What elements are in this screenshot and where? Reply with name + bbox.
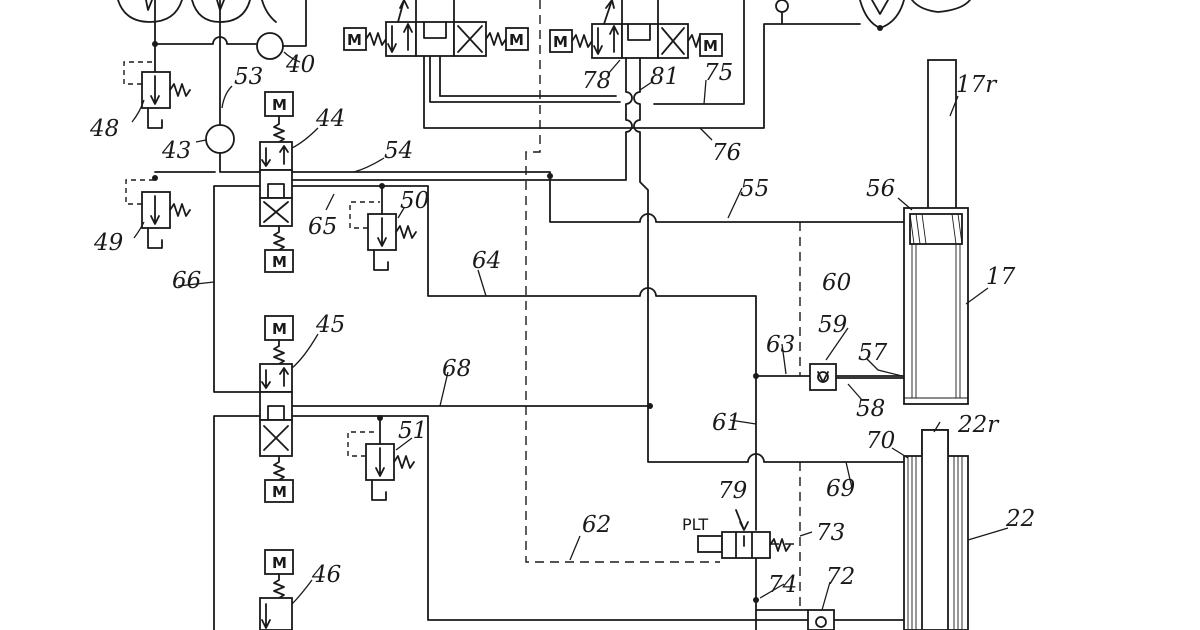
svg-text:M: M	[272, 554, 287, 572]
label-22r: 22r	[957, 412, 1000, 438]
pipelines	[213, 0, 907, 630]
label-46: 46	[311, 562, 341, 588]
top-valve-right: M M	[549, 0, 723, 59]
label-76: 76	[712, 140, 741, 166]
label-22: 22	[1005, 506, 1035, 532]
label-57: 57	[858, 340, 888, 366]
label-53: 53	[234, 64, 263, 90]
label-49: 49	[93, 230, 123, 256]
leader-lines	[131, 51, 1009, 611]
label-51: 51	[398, 418, 427, 444]
label-68: 68	[442, 356, 471, 382]
svg-text:M: M	[272, 253, 287, 271]
label-60: 60	[822, 270, 851, 296]
cylinder-22	[903, 429, 969, 630]
svg-text:M: M	[272, 483, 287, 501]
svg-text:PLT: PLT	[682, 515, 708, 534]
svg-text:M: M	[272, 96, 287, 114]
left-supply-lines	[152, 0, 307, 181]
label-65: 65	[308, 214, 337, 240]
svg-text:M: M	[509, 31, 524, 49]
label-17r: 17r	[956, 72, 998, 98]
label-54: 54	[384, 138, 413, 164]
directional-valve-46: M	[259, 549, 294, 630]
svg-text:M: M	[347, 31, 362, 49]
top-valve-left: M M	[343, 0, 621, 103]
pump-43	[205, 124, 235, 154]
relief-valve-48	[123, 61, 191, 129]
label-40: 40	[285, 52, 315, 78]
pump-40	[256, 32, 284, 60]
cylinder-17	[903, 59, 969, 405]
label-44: 44	[315, 106, 345, 132]
label-75: 75	[704, 60, 733, 86]
relief-valve-50	[349, 183, 417, 271]
directional-valve-45: M M	[259, 315, 294, 503]
plt-valve-79: PLT	[682, 509, 791, 559]
label-61: 61	[712, 410, 741, 436]
label-50: 50	[400, 188, 429, 214]
label-79: 79	[718, 478, 747, 504]
label-69: 69	[826, 476, 855, 502]
label-45: 45	[315, 312, 345, 338]
label-48: 48	[89, 116, 119, 142]
svg-text:M: M	[703, 37, 718, 55]
svg-text:M: M	[272, 320, 287, 338]
label-70: 70	[866, 428, 895, 454]
label-72: 72	[826, 564, 855, 590]
label-55: 55	[740, 176, 769, 202]
check-valve-59	[809, 363, 837, 391]
label-81: 81	[650, 64, 679, 90]
svg-text:M: M	[553, 33, 568, 51]
reference-labels: 17r 17 22r 22 40 43 44 45 46 48 49 50 51…	[89, 52, 1035, 598]
label-63: 63	[766, 332, 795, 358]
label-78: 78	[582, 68, 611, 94]
label-58: 58	[856, 396, 885, 422]
label-62: 62	[582, 512, 611, 538]
label-17: 17	[986, 264, 1016, 290]
label-59: 59	[818, 312, 847, 338]
relief-valve-49	[125, 179, 191, 249]
directional-valve-44: M M	[259, 91, 294, 273]
label-66: 66	[172, 268, 201, 294]
pilot-lines	[525, 0, 801, 606]
label-73: 73	[816, 520, 845, 546]
label-56: 56	[866, 176, 895, 202]
label-74: 74	[768, 572, 797, 598]
label-43: 43	[161, 138, 191, 164]
label-64: 64	[472, 248, 501, 274]
